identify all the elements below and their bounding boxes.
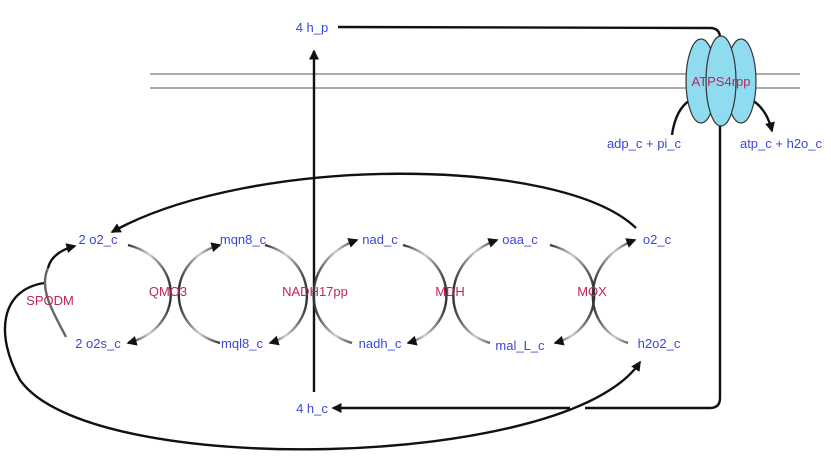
metabolite-oaa-c[interactable]: oaa_c [502, 232, 538, 247]
metabolite-h-c[interactable]: 4 h_c [296, 401, 328, 416]
metabolite-nadh-c[interactable]: nadh_c [359, 336, 402, 351]
atp-synthase[interactable] [685, 35, 757, 127]
spodm-product-edge [46, 243, 77, 269]
metabolite-o2-c-right[interactable]: o2_c [643, 232, 672, 247]
qmo3-arcs [126, 242, 222, 346]
reaction-atps4rpp[interactable]: ATPS4rpp [691, 74, 750, 89]
mox-arcs [549, 238, 637, 346]
reaction-mdh[interactable]: MDH [435, 284, 465, 299]
proton-return-edge [337, 25, 722, 410]
reaction-qmo3[interactable]: QMO3 [149, 284, 187, 299]
metabolite-h2o2-c[interactable]: h2o2_c [638, 336, 681, 351]
oxygen-recycle-edge [110, 172, 637, 234]
reaction-mox[interactable]: MOX [577, 284, 607, 299]
metabolite-adp-pi[interactable]: adp_c + pi_c [607, 136, 682, 151]
reaction-nadh17pp[interactable]: NADH17pp [282, 284, 348, 299]
metabolite-mal-l-c[interactable]: mal_L_c [495, 338, 545, 353]
metabolite-nad-c[interactable]: nad_c [362, 232, 398, 247]
metabolite-o2s-c[interactable]: 2 o2s_c [75, 336, 121, 351]
metabolite-o2-c-left[interactable]: 2 o2_c [78, 232, 118, 247]
nadh17pp-arcs [264, 238, 359, 346]
peroxide-loop-edge [3, 281, 642, 451]
spodm-edge [43, 267, 68, 338]
metabolite-mqn8-c[interactable]: mqn8_c [220, 232, 267, 247]
metabolite-mql8-c[interactable]: mql8_c [221, 336, 263, 351]
metabolite-h-p[interactable]: 4 h_p [296, 20, 329, 35]
reaction-spodm[interactable]: SPODM [26, 293, 74, 308]
metabolite-atp-h2o[interactable]: atp_c + h2o_c [740, 136, 823, 151]
mdh-arcs [402, 238, 499, 346]
